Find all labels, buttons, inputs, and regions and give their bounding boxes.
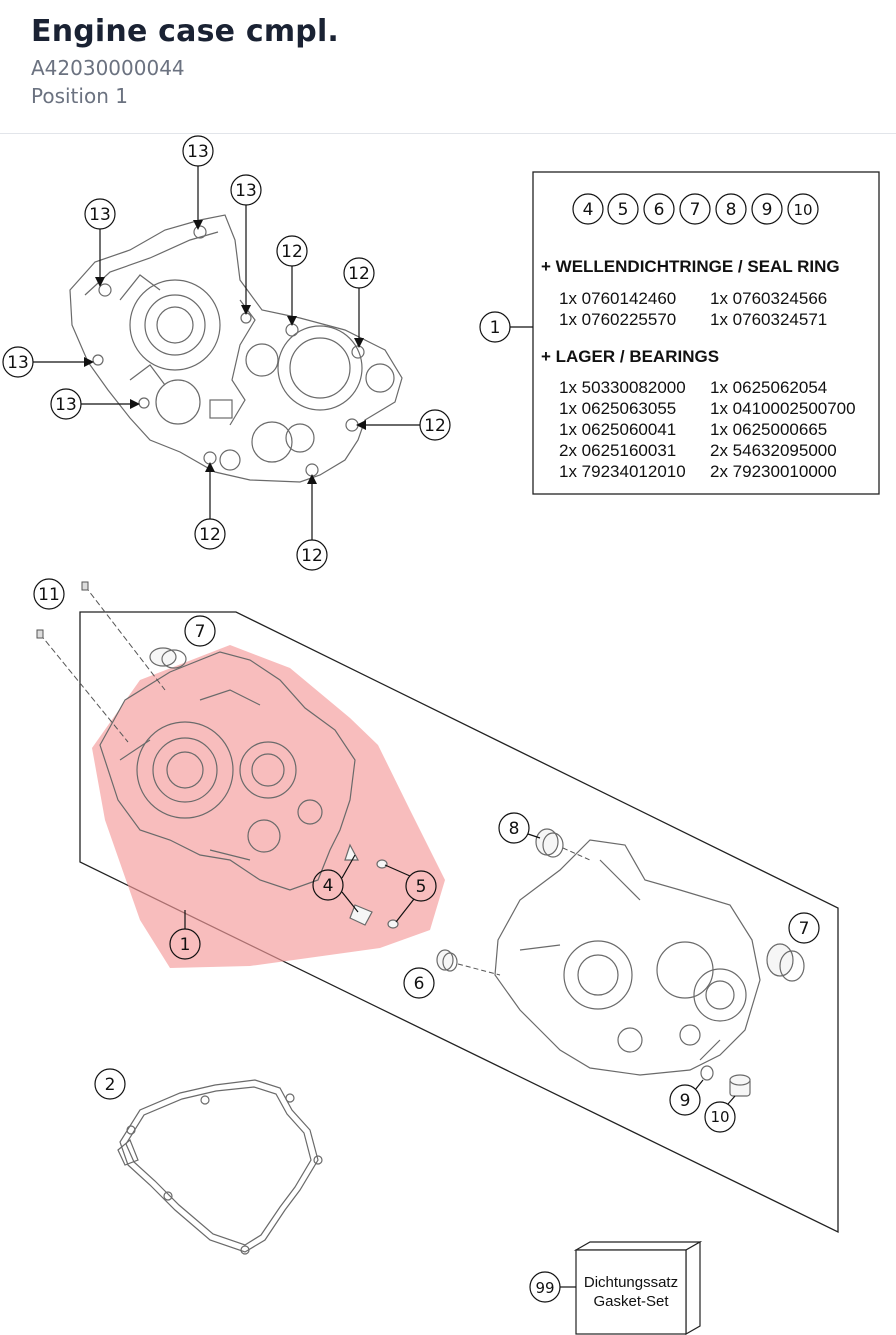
bearing-row-1-col-2: 1x 0625062054 bbox=[710, 378, 827, 397]
bearing-row-2-col-2: 1x 0410002500700 bbox=[710, 399, 856, 418]
washer-9-plug-10 bbox=[700, 1065, 751, 1097]
svg-text:9: 9 bbox=[680, 1091, 691, 1111]
callout-12-d: 12 bbox=[194, 518, 226, 550]
callout-9: 9 bbox=[669, 1084, 701, 1116]
seal-row-1-col-2: 1x 0760324566 bbox=[710, 289, 827, 308]
callout-12-a: 12 bbox=[276, 235, 308, 267]
callout-4: 4 bbox=[312, 869, 344, 901]
callout-10: 10 bbox=[704, 1101, 736, 1133]
callout-7-right: 7 bbox=[788, 912, 820, 944]
seal-row-2-col-2: 1x 0760324571 bbox=[710, 310, 827, 329]
callout-2: 2 bbox=[94, 1068, 126, 1100]
callout-1-legend: 1 bbox=[479, 311, 511, 343]
legend-ref-9: 9 bbox=[762, 200, 773, 220]
svg-text:13: 13 bbox=[235, 181, 257, 201]
svg-text:2: 2 bbox=[105, 1075, 116, 1095]
page-title: Engine case cmpl. bbox=[31, 14, 340, 49]
seal-row-1-col-1: 1x 0760142460 bbox=[559, 289, 676, 308]
assembly-frame bbox=[79, 611, 839, 1234]
seal-heading: + WELLENDICHTRINGE / SEAL RING bbox=[541, 257, 840, 276]
gasket-2 bbox=[117, 1079, 323, 1255]
legend-ref-8: 8 bbox=[726, 200, 737, 220]
svg-text:11: 11 bbox=[38, 585, 60, 605]
crankcase-top-view bbox=[69, 214, 403, 483]
legend-ref-7: 7 bbox=[690, 200, 701, 220]
svg-text:99: 99 bbox=[535, 1279, 554, 1297]
svg-text:12: 12 bbox=[348, 264, 370, 284]
callout-12-c: 12 bbox=[419, 409, 451, 441]
part-number: A42030000044 bbox=[31, 56, 185, 80]
svg-text:12: 12 bbox=[424, 416, 446, 436]
svg-text:8: 8 bbox=[509, 819, 520, 839]
bearing-row-2-col-1: 1x 0625063055 bbox=[559, 399, 676, 418]
svg-text:1: 1 bbox=[490, 318, 501, 338]
gasket-set-box: Dichtungssatz Gasket-Set bbox=[573, 1240, 703, 1335]
svg-text:12: 12 bbox=[281, 242, 303, 262]
callout-13-e: 13 bbox=[50, 388, 82, 420]
svg-text:10: 10 bbox=[710, 1108, 729, 1126]
bearing-row-5-col-1: 1x 79234012010 bbox=[559, 462, 686, 481]
bearing-row-3-col-1: 1x 0625060041 bbox=[559, 420, 676, 439]
legend-ref-10: 10 bbox=[793, 201, 812, 219]
seal-row-2-col-1: 1x 0760225570 bbox=[559, 310, 676, 329]
svg-text:12: 12 bbox=[199, 525, 221, 545]
svg-text:5: 5 bbox=[416, 877, 427, 897]
seal-bearing-legend: 4 5 6 7 8 9 10 + WELLENDICHTRINGE / SEAL… bbox=[532, 171, 880, 495]
bearing-heading: + LAGER / BEARINGS bbox=[541, 347, 719, 366]
svg-text:13: 13 bbox=[7, 353, 29, 373]
svg-text:4: 4 bbox=[323, 876, 334, 896]
svg-text:7: 7 bbox=[799, 919, 810, 939]
highlight-region bbox=[92, 645, 445, 968]
gasket-set-label-de: Dichtungssatz bbox=[584, 1274, 678, 1291]
callout-6: 6 bbox=[403, 967, 435, 999]
callout-13-b: 13 bbox=[230, 174, 262, 206]
svg-text:7: 7 bbox=[195, 622, 206, 642]
callout-1-main: 1 bbox=[169, 928, 201, 960]
callout-99: 99 bbox=[529, 1271, 561, 1303]
bearing-row-4-col-1: 2x 0625160031 bbox=[559, 441, 676, 460]
bearing-row-5-col-2: 2x 79230010000 bbox=[710, 462, 837, 481]
legend-ref-5: 5 bbox=[618, 200, 629, 220]
callout-8: 8 bbox=[498, 812, 530, 844]
exploded-parts-diagram: 4 5 6 7 8 9 10 + WELLENDICHTRINGE / SEAL… bbox=[2, 135, 880, 1335]
page-header: Engine case cmpl. A42030000044 Position … bbox=[0, 0, 896, 134]
legend-ref-4: 4 bbox=[583, 200, 594, 220]
seal-ring-7-top bbox=[149, 647, 187, 669]
bearing-6 bbox=[436, 949, 458, 972]
bearing-row-4-col-2: 2x 54632095000 bbox=[710, 441, 837, 460]
seal-ring-7-right bbox=[766, 943, 805, 982]
bearing-8 bbox=[535, 828, 564, 858]
svg-text:13: 13 bbox=[187, 142, 209, 162]
svg-text:1: 1 bbox=[180, 935, 191, 955]
callout-12-b: 12 bbox=[343, 257, 375, 289]
svg-text:13: 13 bbox=[89, 205, 111, 225]
callout-13-c: 13 bbox=[84, 198, 116, 230]
callout-7-top: 7 bbox=[184, 615, 216, 647]
legend-ref-circles: 4 5 6 7 8 9 10 bbox=[572, 193, 819, 225]
callout-12-e: 12 bbox=[296, 539, 328, 571]
position-label: Position 1 bbox=[31, 84, 128, 108]
bearing-row-1-col-1: 1x 50330082000 bbox=[559, 378, 686, 397]
crankcase-left-half bbox=[99, 651, 356, 891]
svg-text:12: 12 bbox=[301, 546, 323, 566]
crankcase-right-half bbox=[494, 839, 761, 1076]
svg-text:6: 6 bbox=[414, 974, 425, 994]
gasket-set-label-en: Gasket-Set bbox=[593, 1293, 669, 1310]
callout-5: 5 bbox=[405, 870, 437, 902]
callout-13-a: 13 bbox=[182, 135, 214, 167]
callout-13-d: 13 bbox=[2, 346, 34, 378]
legend-ref-6: 6 bbox=[654, 200, 665, 220]
svg-text:13: 13 bbox=[55, 395, 77, 415]
bearing-row-3-col-2: 1x 0625000665 bbox=[710, 420, 827, 439]
callout-11: 11 bbox=[33, 578, 65, 610]
